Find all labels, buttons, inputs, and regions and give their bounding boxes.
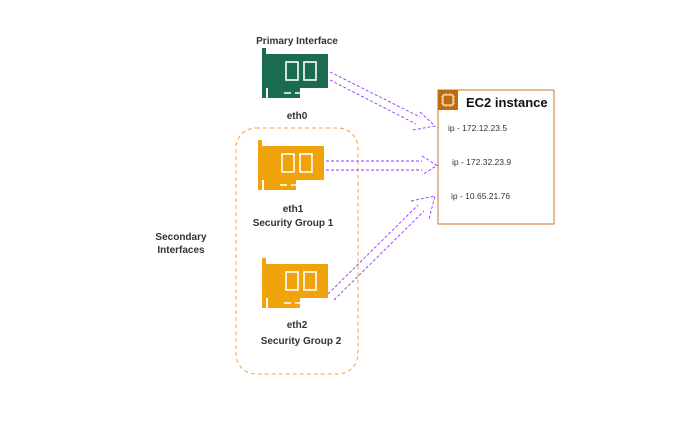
eth2-label: eth2	[286, 320, 308, 331]
ec2-instance-box	[437, 89, 555, 225]
ip-address-2: ip - 172.32.23.9	[452, 157, 512, 167]
arrow-eth1-to-ip2	[326, 155, 438, 176]
eth2-security-group-label: Security Group 2	[260, 336, 342, 347]
secondary-interfaces-title: Secondary Interfaces	[155, 232, 207, 256]
eth2-nic-icon	[262, 258, 328, 308]
ip-address-3: ip - 10.65.21.76	[451, 191, 511, 201]
arrow-eth0-to-ip1	[329, 71, 436, 131]
ec2-instance-title: EC2 instance	[466, 95, 548, 110]
eth0-label: eth0	[286, 111, 308, 122]
ip-address-1: ip - 172.12.23.5	[448, 123, 508, 133]
eth1-security-group-label: Security Group 1	[252, 218, 334, 229]
eth0-nic-icon	[262, 48, 328, 98]
eth1-nic-icon	[258, 140, 324, 190]
primary-interface-title: Primary Interface	[256, 36, 338, 47]
arrow-eth2-to-ip3	[327, 195, 436, 301]
eth1-label: eth1	[282, 204, 304, 215]
ec2-chip-icon	[438, 90, 458, 110]
